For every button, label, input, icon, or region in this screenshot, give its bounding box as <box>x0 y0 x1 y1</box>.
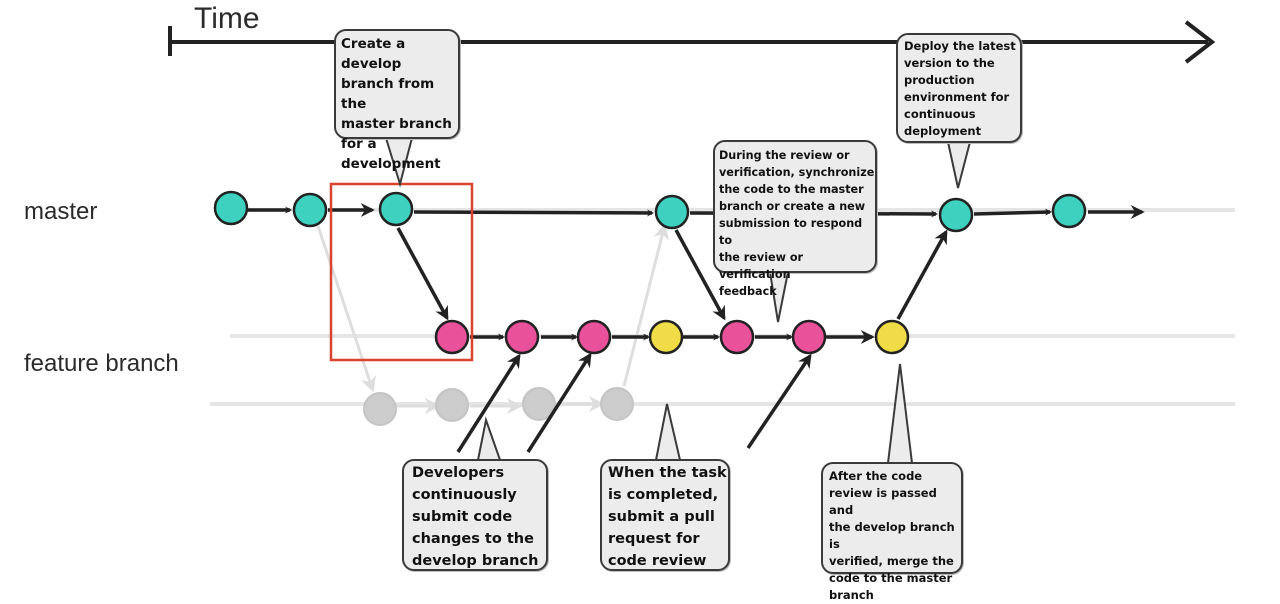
master-commit <box>654 194 690 230</box>
master-commits <box>213 190 1087 233</box>
faded-commit <box>522 387 556 421</box>
feature-lane-label: feature branch <box>24 350 179 377</box>
callout-deploy: Deploy the latest version to the product… <box>896 33 1022 143</box>
time-axis <box>168 20 1216 64</box>
faded-commit <box>600 387 634 421</box>
callout-continuous-submit: Developers continuously submit code chan… <box>402 459 548 571</box>
faded-branch <box>316 223 670 426</box>
faded-commit <box>435 388 469 422</box>
time-arrow-icon <box>1184 20 1216 64</box>
master-commit <box>378 191 414 227</box>
master-commit <box>938 197 974 233</box>
pull-request-commit <box>874 319 910 355</box>
feature-commit <box>434 319 470 355</box>
callout-merge: After the code review is passed and the … <box>821 462 963 602</box>
faded-commit <box>363 392 397 426</box>
feature-line <box>396 227 948 453</box>
master-commit <box>292 192 328 228</box>
feature-commits <box>434 319 910 355</box>
master-lane-label: master <box>24 198 98 225</box>
pull-request-commit <box>648 319 684 355</box>
feature-commit <box>719 319 755 355</box>
callout-tails <box>385 137 971 464</box>
feature-commit <box>504 319 540 355</box>
callout-review-sync: During the review or verification, synch… <box>713 140 877 298</box>
time-axis-label: Time <box>194 2 260 35</box>
master-commit <box>213 190 249 226</box>
master-commit <box>1051 193 1087 229</box>
callout-pull-request: When the task is completed, submit a pul… <box>600 459 730 571</box>
feature-commit <box>576 319 612 355</box>
callout-create-develop: Create a develop branch from the master … <box>334 29 460 172</box>
highlight-box <box>329 182 474 362</box>
feature-commit <box>791 319 827 355</box>
git-flow-diagram <box>168 20 1235 464</box>
